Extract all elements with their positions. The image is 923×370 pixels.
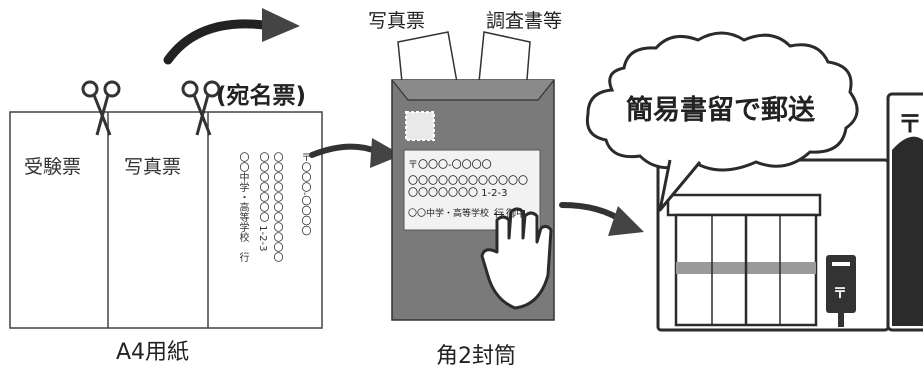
envelope-honorific: 御中 — [506, 209, 526, 220]
a4-section-exam-ticket: 受験票 — [24, 156, 82, 178]
scissors-icon — [81, 80, 121, 136]
arrow-to-post-office-icon — [559, 202, 644, 236]
post-office-sign — [886, 92, 923, 332]
insert-photo-label: 写真票 — [368, 10, 426, 32]
address-postal-vertical: 〒〇〇〇-〇〇〇〇 — [299, 152, 310, 236]
address-label-marker: (宛名票) — [216, 83, 307, 109]
envelope-address-line1: 〇〇〇〇〇〇〇〇〇〇〇〇 — [408, 176, 528, 187]
postal-mark-icon: 〒 — [898, 110, 922, 138]
insert-docs-label: 調査書等 — [486, 10, 563, 32]
envelope-school: 〇〇中学・高等学校 — [408, 209, 490, 219]
a4-section-photo-ticket: 写真票 — [124, 156, 182, 178]
curved-arrow-icon — [163, 8, 300, 65]
envelope-postal: 〒〇〇〇-〇〇〇〇 — [408, 160, 492, 171]
a4-caption: A4用紙 — [116, 340, 190, 365]
address-line1-vertical: 〇〇〇〇〇〇〇〇〇〇〇 — [271, 152, 282, 262]
envelope-caption: 角2封筒 — [436, 344, 516, 369]
address-school-vertical: 〇〇中学・高等学校 行 — [237, 152, 248, 262]
envelope-struck-text: 行 — [494, 209, 504, 220]
post-office-building — [656, 158, 890, 332]
envelope-address-line2: 〇〇〇〇〇〇〇 1-2-3 — [408, 188, 508, 199]
scissors-icon — [181, 80, 221, 136]
address-line2-vertical: 〇〇〇〇〇〇〇 1-2-3 — [257, 152, 268, 252]
a4-sheet — [9, 111, 323, 329]
mailbox-postal-mark-icon: 〒 — [833, 286, 847, 302]
speech-bubble — [585, 31, 859, 212]
arrow-to-envelope-icon — [309, 138, 402, 168]
speech-bubble-text: 簡易書留で郵送 — [626, 95, 815, 126]
hand-icon — [480, 207, 553, 310]
